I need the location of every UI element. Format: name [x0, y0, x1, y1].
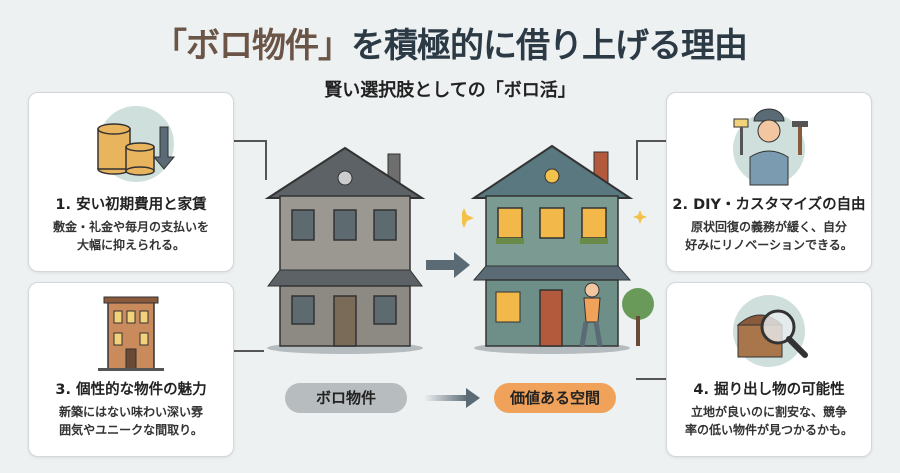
before-after-arrow-icon [424, 388, 480, 408]
reason-card-bargain: 4. 掘り出し物の可能性 立地が良いのに割安な、競争率の低い物件が見つかるかも。 [666, 282, 872, 457]
connector-line [265, 140, 267, 180]
card-title: 2. DIY・カスタマイズの自由 [672, 197, 866, 213]
treasure-magnifier-icon [733, 295, 808, 367]
after-label: 価値ある空間 [494, 383, 616, 413]
worker-tools-icon [733, 108, 808, 186]
reason-card-diy: 2. DIY・カスタマイズの自由 原状回復の義務が緩く、自分好みにリノベーション… [666, 92, 872, 272]
old-house-illustration [264, 146, 426, 354]
page-title: 「ボロ物件」を積極的に借り上げる理由 [153, 26, 748, 66]
card-title: 1. 安い初期費用と家賃 [55, 197, 207, 213]
page-subtitle: 賢い選択肢としての「ボロ活」 [324, 80, 576, 101]
reason-card-cost: 1. 安い初期費用と家賃 敷金・礼金や毎月の支払いを大幅に抑えられる。 [28, 92, 234, 272]
connector-line [232, 140, 266, 142]
retro-building-icon [98, 296, 164, 371]
card-description: 立地が良いのに割安な、競争率の低い物件が見つかるかも。 [684, 405, 853, 437]
connector-line [232, 350, 264, 352]
before-label: ボロ物件 [285, 383, 407, 413]
card-description: 原状回復の義務が緩く、自分好みにリノベーションできる。 [685, 220, 853, 252]
card-title: 3. 個性的な物件の魅力 [55, 382, 207, 398]
card-description: 新築にはない味わい深い雰囲気やユニークな間取り。 [58, 405, 203, 437]
coins-down-icon [97, 106, 176, 182]
card-description: 敷金・礼金や毎月の支払いを大幅に抑えられる。 [52, 220, 209, 252]
transform-arrow-icon [426, 252, 470, 278]
reason-card-character: 3. 個性的な物件の魅力 新築にはない味わい深い雰囲気やユニークな間取り。 [28, 282, 234, 457]
card-title: 4. 掘り出し物の可能性 [693, 382, 845, 398]
connector-line [636, 378, 666, 380]
renovated-house-illustration [462, 144, 654, 354]
connector-line [636, 140, 638, 180]
connector-line [636, 140, 666, 142]
